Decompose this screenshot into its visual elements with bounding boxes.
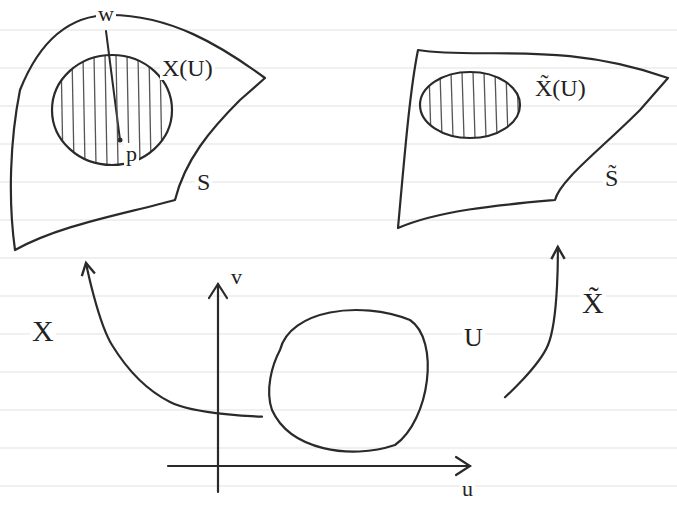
text-holder: p — [124, 143, 139, 165]
hatch-line — [484, 72, 486, 138]
uv-axes — [168, 284, 470, 492]
outline — [420, 72, 520, 138]
hatch-line — [94, 55, 96, 165]
hatch-line — [451, 72, 453, 138]
map-arrow — [505, 247, 558, 397]
hatch-line — [149, 55, 151, 165]
hatch-line — [116, 55, 118, 165]
hatch-line — [105, 55, 107, 165]
image-region: X(U) — [48, 50, 233, 172]
text-holder: S — [195, 170, 212, 194]
axis-label: u — [460, 478, 475, 500]
text-holder: X̃ — [580, 288, 606, 318]
surface-outline: S X(U) — [5, 5, 275, 263]
region-name: X̃(U) — [533, 76, 588, 100]
text-holder: X̃(U) — [533, 76, 588, 100]
outline — [269, 310, 428, 452]
text-holder: X — [30, 316, 56, 346]
region-name: U — [462, 325, 485, 351]
outline — [398, 50, 668, 228]
text-holder: v — [229, 266, 244, 288]
hatch-line — [83, 55, 85, 165]
hatch-line — [440, 72, 442, 138]
hatch-line — [473, 72, 475, 138]
axis-label: v — [229, 266, 244, 288]
hatch-line — [495, 72, 497, 138]
text-holder: w — [96, 3, 116, 25]
hatch-line — [429, 72, 431, 138]
notebook-lines — [0, 30, 677, 486]
image-region-shape — [415, 62, 605, 142]
region-name: X(U) — [160, 56, 215, 80]
hatch-line — [462, 72, 464, 138]
text-holder: S̃ — [603, 166, 620, 190]
map-name: X̃ — [580, 288, 606, 318]
surface-outline: S̃ X̃(U) — [385, 5, 673, 247]
surface-outline-shape — [385, 5, 673, 247]
normal-vector — [106, 31, 123, 143]
hatch-line — [517, 72, 519, 138]
hatch-line — [72, 55, 74, 165]
map-arrow — [86, 263, 262, 417]
hatch-line — [61, 55, 63, 165]
region-name: S — [195, 170, 212, 194]
text-holder: U — [462, 325, 485, 351]
text-holder: u — [460, 478, 475, 500]
image-region: X̃(U) — [415, 62, 605, 142]
region-name: S̃ — [603, 166, 620, 190]
domain-region: U — [262, 300, 505, 462]
vector-label: w — [96, 3, 116, 25]
outline — [52, 55, 172, 165]
outline — [11, 15, 265, 250]
map-name: X — [30, 316, 56, 346]
point-label: p — [124, 143, 139, 165]
text-holder: X(U) — [160, 56, 215, 80]
